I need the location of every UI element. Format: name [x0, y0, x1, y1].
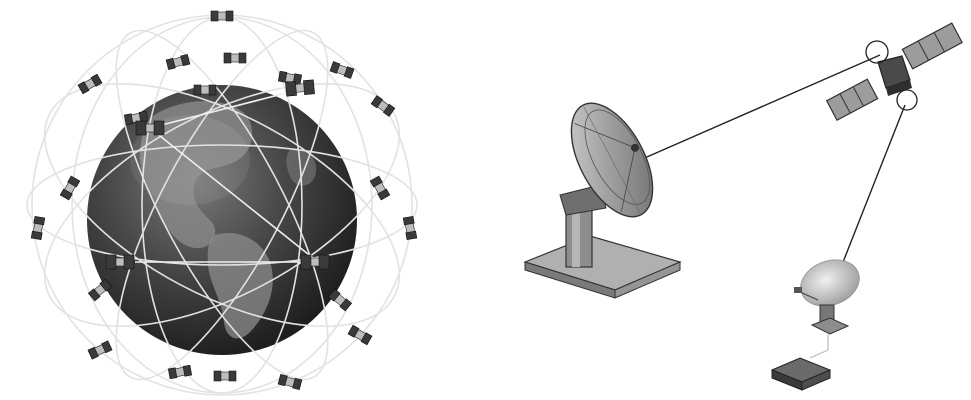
satellite-marker [211, 11, 233, 21]
satellite-marker [403, 216, 417, 239]
satellite-marker [328, 289, 351, 311]
satellite-marker [60, 176, 80, 200]
earth-globe [87, 85, 357, 355]
satellite-marker [214, 371, 236, 381]
comms-satellite [827, 23, 962, 120]
receiver-box [772, 358, 830, 390]
satellite-marker [224, 53, 246, 63]
satellite-marker [166, 54, 190, 69]
constellation-panel [8, 5, 437, 400]
satellite-marker [88, 279, 111, 301]
satellite-marker [348, 325, 372, 345]
earth-station-antenna [525, 90, 680, 298]
ground-link-panel [525, 23, 962, 390]
home-receiver-dish [794, 252, 866, 358]
satellite-marker [371, 96, 395, 117]
satellite-marker [194, 85, 216, 95]
